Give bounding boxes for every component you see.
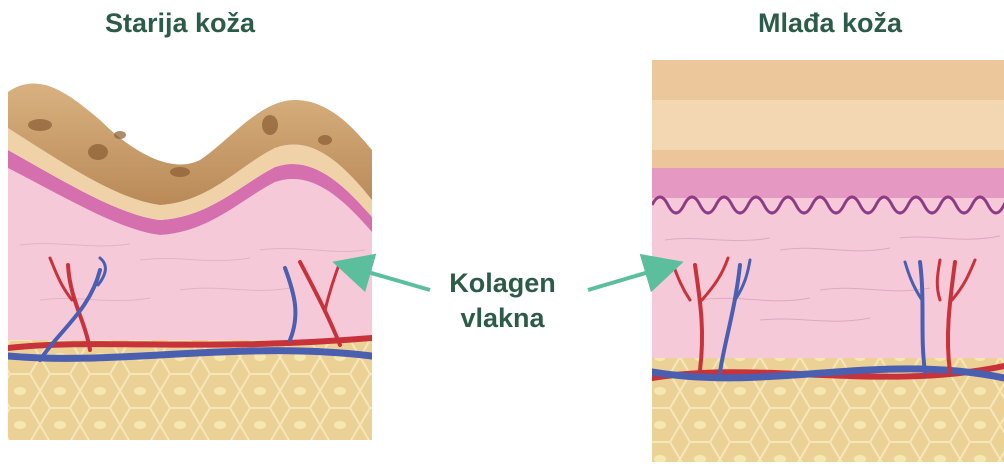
collagen-label-line2: vlakna [420, 301, 585, 336]
collagen-label: Kolagen vlakna [420, 266, 585, 336]
arrow-to-young-collagen [588, 264, 676, 290]
collagen-label-line1: Kolagen [420, 266, 585, 301]
arrow-to-old-collagen [340, 264, 430, 290]
